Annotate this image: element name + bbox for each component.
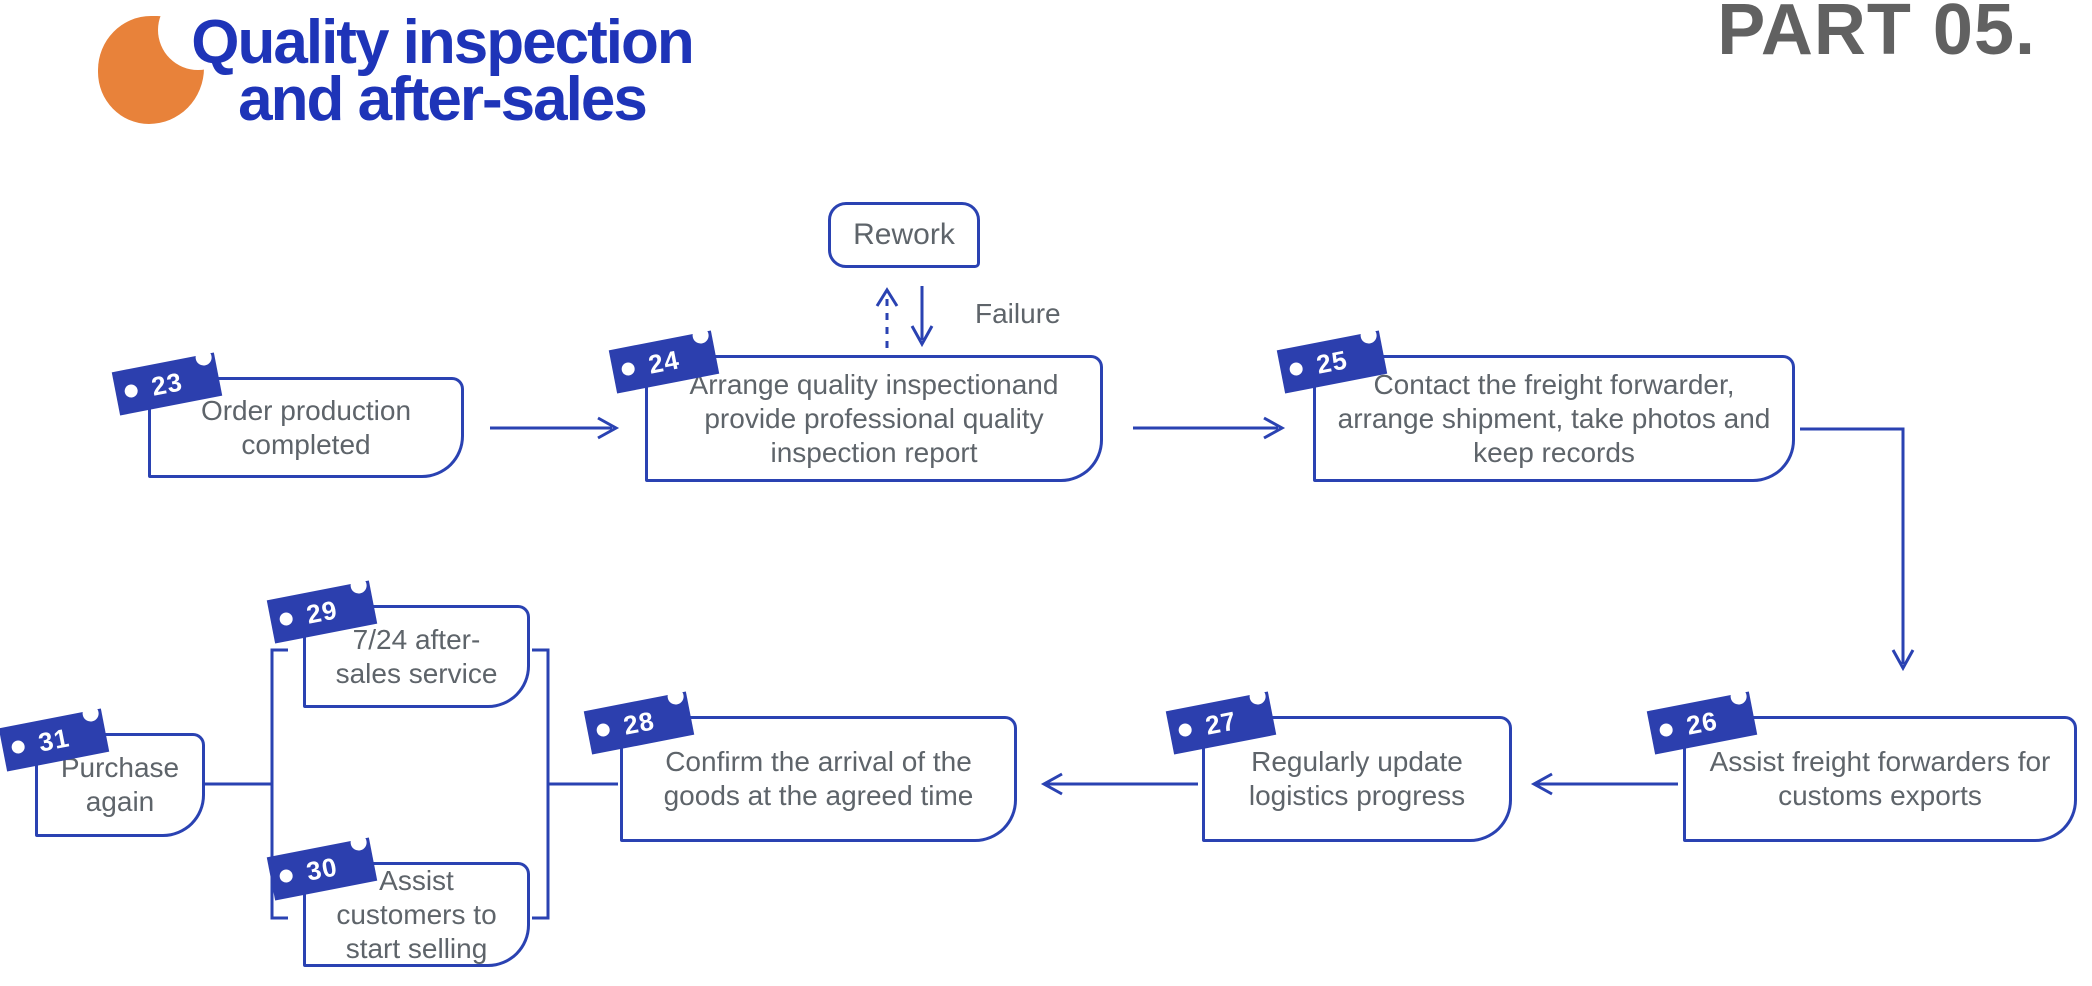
- step-number: 24: [645, 344, 683, 380]
- badge-dot-icon: [595, 722, 611, 738]
- step-number: 31: [35, 722, 73, 758]
- node-step-31: 31 Purchase again: [0, 704, 205, 837]
- step-number: 29: [303, 594, 341, 630]
- node-text: Assist customers to start selling: [336, 864, 497, 964]
- node-step-27: 27 Regularly update logistics progress: [1165, 687, 1512, 842]
- node-text: Confirm the arrival of the goods at the …: [663, 746, 974, 811]
- page-title-line1: Quality inspection: [191, 8, 694, 77]
- badge-dot-icon: [123, 383, 139, 399]
- badge-dot-icon: [1288, 361, 1304, 377]
- arrowhead-left-icon: [1040, 772, 1063, 796]
- node-step-23: 23 Order production completed: [111, 348, 464, 478]
- step-number: 27: [1202, 705, 1240, 741]
- step-number: 25: [1313, 344, 1351, 380]
- badge-dot-icon: [620, 361, 636, 377]
- node-text: Order production completed: [200, 394, 412, 460]
- arrowhead-down-icon: [1891, 649, 1915, 672]
- page-title-line2: and after-sales: [238, 65, 648, 134]
- node-text: Regularly update logistics progress: [1248, 746, 1466, 811]
- node-step-26: 26 Assist freight forwarders for customs…: [1646, 687, 2077, 842]
- bracket-right: [532, 648, 550, 920]
- node-step-24: 24 Arrange quality inspectionand provide…: [608, 326, 1103, 482]
- node-text: 7/24 after-sales service: [335, 623, 498, 689]
- badge-dot-icon: [1658, 722, 1674, 738]
- badge-dot-icon: [278, 611, 294, 627]
- node-rework-label: Rework: [853, 218, 955, 251]
- node-text: Contact the freight forwarder, arrange s…: [1337, 368, 1771, 468]
- arrowhead-right-icon: [597, 416, 620, 440]
- node-step-29: 29 7/24 after-sales service: [266, 576, 530, 708]
- arrowhead-left-icon: [1530, 772, 1553, 796]
- step-number: 30: [303, 851, 341, 887]
- step-number: 26: [1683, 705, 1721, 741]
- node-step-25: 25 Contact the freight forwarder, arrang…: [1276, 326, 1795, 482]
- badge-dot-icon: [10, 739, 26, 755]
- arrowhead-down-icon: [910, 325, 934, 348]
- part-number-label: PART 05.: [1717, 0, 2036, 70]
- badge-dot-icon: [278, 868, 294, 884]
- node-text: Arrange quality inspectionand provide pr…: [689, 368, 1059, 468]
- orange-accent-blob: [98, 0, 238, 124]
- node-rework: Rework: [828, 202, 980, 268]
- arrow-25-26-elbow: [1800, 427, 1905, 664]
- page-title: Quality inspection and after-sales: [132, 8, 752, 134]
- step-number: 23: [148, 366, 186, 402]
- arrowhead-up-icon: [875, 287, 899, 307]
- node-step-28: 28 Confirm the arrival of the goods at t…: [583, 687, 1017, 842]
- step-number: 28: [620, 705, 658, 741]
- badge-dot-icon: [1177, 722, 1193, 738]
- node-text: Assist freight forwarders for customs ex…: [1709, 746, 2051, 811]
- failure-label: Failure: [975, 298, 1061, 329]
- node-step-30: 30 Assist customers to start selling: [266, 833, 530, 967]
- arrowhead-right-icon: [1263, 416, 1286, 440]
